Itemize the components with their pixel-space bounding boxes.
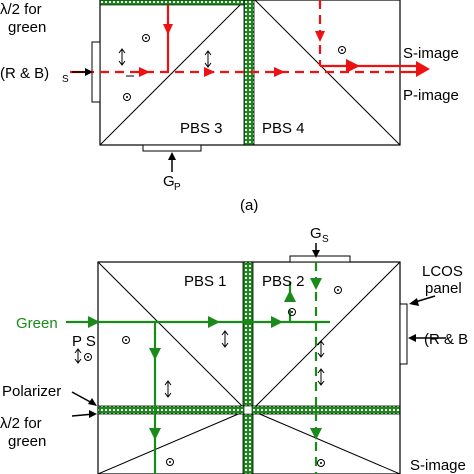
lower-left-diagonal <box>97 411 244 474</box>
rb-label-b: (R & B <box>424 331 468 348</box>
lambda-label-a2: green <box>8 19 46 36</box>
ps-label: P S <box>72 333 96 350</box>
gp-sub: P <box>174 182 181 193</box>
lower-right-diagonal <box>254 411 401 474</box>
diagram-b: G S PBS 1 PBS 2 LCOS panel Green P S (R … <box>0 225 468 474</box>
lcos-label2: panel <box>425 280 462 297</box>
gp-plate <box>142 144 202 152</box>
input-arrow-head-a <box>85 68 93 76</box>
polarizer-pointer-head <box>88 398 97 406</box>
s-image-label-a: S-image <box>403 45 459 62</box>
gs-label: G <box>310 225 322 242</box>
gs-arrow-head <box>312 250 320 258</box>
input-label-a: (R & B) <box>0 65 49 82</box>
p-image-label-a: P-image <box>403 87 459 104</box>
pbs3-label: PBS 3 <box>180 120 223 137</box>
rb-arrow-head <box>408 334 416 342</box>
lcos-plate <box>399 303 408 365</box>
pbs2-diagonal <box>252 261 401 410</box>
lambda-pointer-head-b <box>89 410 97 418</box>
green-arrowheads-b <box>88 278 322 440</box>
red-arrowheads-a <box>139 24 430 77</box>
lambda-label-a: λ/2 for <box>0 1 42 18</box>
polarization-marks-a <box>118 34 346 101</box>
caption-a: (a) <box>240 197 258 214</box>
lcos-pointer-head <box>409 298 419 306</box>
gs-plate <box>289 255 351 263</box>
pbs2-label: PBS 2 <box>262 273 305 290</box>
lambda-plate-a <box>99 0 245 6</box>
lambda-label-b: λ/2 for <box>0 415 42 432</box>
center-junction <box>243 405 253 415</box>
polarizer-label: Polarizer <box>2 383 61 400</box>
center-divider-b <box>242 261 254 474</box>
pbs1-diagonal <box>97 261 246 410</box>
input-sub-a: S <box>62 74 69 85</box>
pbs3-diagonal <box>99 0 246 146</box>
s-image-label-b: S-image <box>410 457 466 474</box>
pbs1-label: PBS 1 <box>184 273 227 290</box>
gp-label: G <box>163 173 175 190</box>
diagram-a: λ/2 for green (R & B) S PBS 3 PBS 4 S-im… <box>0 0 459 214</box>
polarization-marks-b <box>74 286 342 467</box>
lambda-label-b2: green <box>8 433 46 450</box>
green-input-label: Green <box>16 315 58 332</box>
pbs4-label: PBS 4 <box>262 120 305 137</box>
gs-sub: S <box>322 234 329 245</box>
gp-arrow-head <box>168 152 176 160</box>
lcos-label: LCOS <box>422 263 463 280</box>
